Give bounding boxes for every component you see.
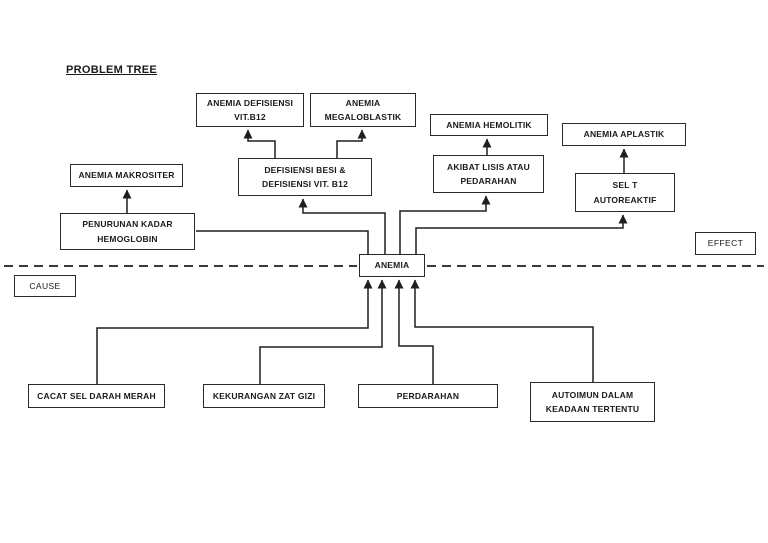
cause-label-box: CAUSE [14,275,76,297]
node-anemia-megaloblastik: ANEMIA MEGALOBLASTIK [310,93,416,127]
node-anemia-defisiensi-vitb12: ANEMIA DEFISIENSI VIT.B12 [196,93,304,127]
edge-perdarahan-anemia [394,279,434,384]
page-title: PROBLEM TREE [66,64,157,76]
effect-label-box: EFFECT [695,232,756,255]
edge-anemia-akibat [399,195,491,254]
node-autoimun-keadaan-tertentu: AUTOIMUN DALAM KEADAAN TERTENTU [530,382,655,422]
edge-autoimun-anemia [410,279,594,382]
node-anemia-aplastik: ANEMIA APLASTIK [562,123,686,146]
edge-anemia-defisiensi [298,198,386,254]
node-cacat-sel-darah-merah: CACAT SEL DARAH MERAH [28,384,165,408]
node-anemia-hemolitik: ANEMIA HEMOLITIK [430,114,548,136]
node-anemia-makrositer: ANEMIA MAKROSITER [70,164,183,187]
edge-cacat-anemia [96,279,373,384]
edge-anemia-selt [415,214,628,254]
node-kekurangan-zat-gizi: KEKURANGAN ZAT GIZI [203,384,325,408]
edge-kekurangan-anemia [259,279,387,384]
node-defisiensi-besi-vitb12: DEFISIENSI BESI & DEFISIENSI VIT. B12 [238,158,372,196]
node-akibat-lisis-pedarahan: AKIBAT LISIS ATAU PEDARAHAN [433,155,544,193]
edge-anemia-penurunan [196,230,369,254]
edge-defisiensi-megaloblastik [336,129,367,158]
edge-defisiensi-vitb12 [243,129,276,158]
node-perdarahan: PERDARAHAN [358,384,498,408]
node-sel-t-autoreaktif: SEL T AUTOREAKTIF [575,173,675,212]
node-penurunan-kadar-hemoglobin: PENURUNAN KADAR HEMOGLOBIN [60,213,195,250]
node-anemia: ANEMIA [359,254,425,277]
